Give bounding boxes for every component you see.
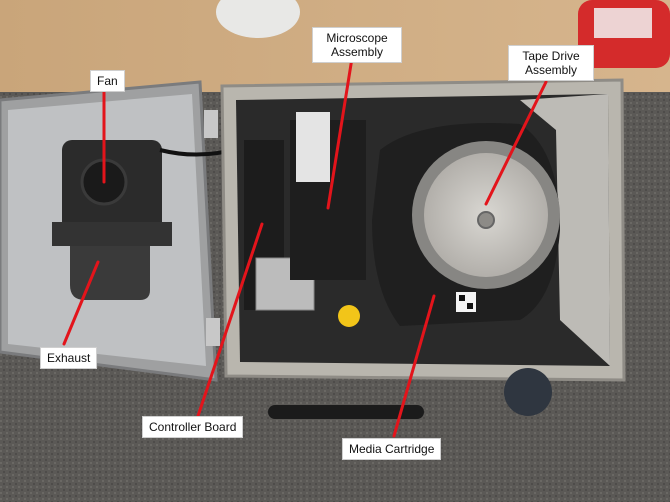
- callout-lines: [62, 56, 548, 438]
- callout-line-microscope: [326, 56, 354, 210]
- callout-line-media: [392, 294, 436, 438]
- cable-gland: [504, 368, 552, 416]
- label-microscope-assembly: Microscope Assembly: [312, 27, 402, 63]
- label-fan: Fan: [90, 70, 125, 92]
- label-tape-drive-assembly: Tape Drive Assembly: [508, 45, 594, 81]
- reel-hub: [477, 211, 495, 229]
- label-controller-board: Controller Board: [142, 416, 244, 438]
- callout-line-tape: [484, 80, 548, 206]
- label-exhaust: Exhaust: [40, 347, 98, 369]
- yellow-knob: [338, 305, 360, 327]
- exhaust-duct: [70, 246, 150, 300]
- cup: [216, 0, 300, 38]
- antenna: [268, 405, 424, 419]
- fan-bracket: [52, 222, 172, 246]
- callout-line-controller: [196, 222, 264, 418]
- callout-line-exhaust: [62, 260, 100, 346]
- label-media-cartridge: Media Cartridge: [342, 438, 442, 460]
